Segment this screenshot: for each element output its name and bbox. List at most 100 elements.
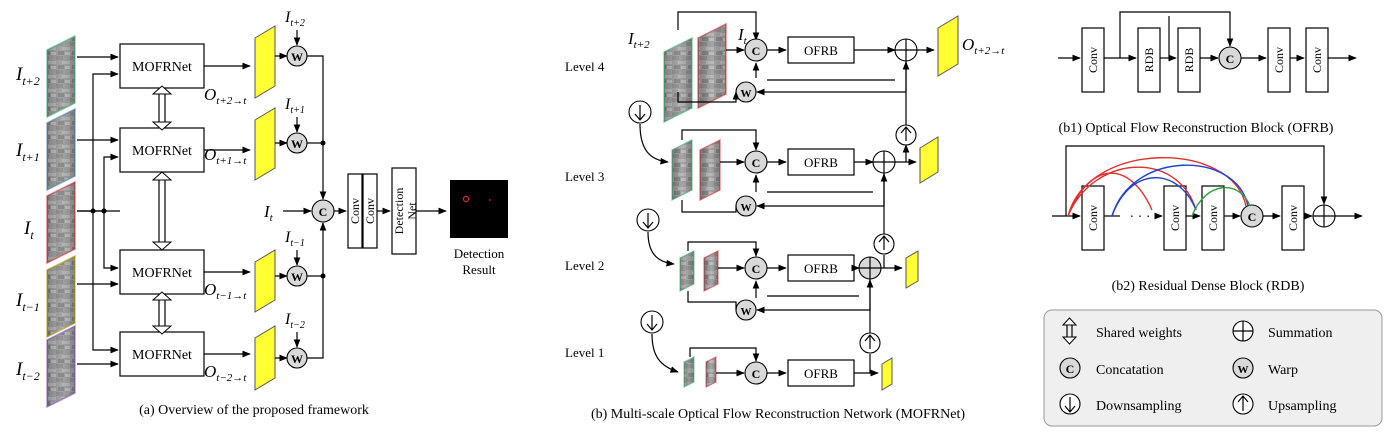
flow-output-4 — [204, 325, 276, 391]
ofrb-block-4 — [1267, 27, 1291, 93]
mofrnet-label-1: MOFRNet — [132, 60, 192, 75]
svg-text:It−1: It−1 — [284, 229, 305, 249]
svg-text:Conv: Conv — [1310, 47, 1324, 73]
detection-target-marker — [462, 195, 470, 203]
b-label-o: Ot+2→t — [962, 35, 1005, 57]
detection-result-label-1: Detection — [454, 246, 505, 261]
level-2-label: Level 2 — [565, 258, 604, 273]
svg-text:W: W — [291, 50, 303, 64]
svg-text:W: W — [741, 88, 752, 100]
conv-a-2-label: Conv — [363, 198, 377, 224]
detection-net-label-1: Detection — [392, 188, 406, 235]
label-o-tm2: Ot−2→t — [204, 362, 247, 384]
svg-text:C: C — [1066, 362, 1075, 376]
svg-text:W: W — [1238, 364, 1249, 376]
svg-text:OFRB: OFRB — [804, 43, 838, 58]
rdb-ellipsis: · · · — [1130, 210, 1151, 225]
frame-t — [46, 180, 76, 265]
mofrnet-label-3: MOFRNet — [132, 266, 192, 281]
level-3-label: Level 3 — [565, 169, 604, 184]
warp-op-3: W It−1 — [275, 229, 308, 287]
concat-op-a-symbol: C — [319, 205, 328, 219]
label-it-concat: It — [263, 202, 274, 224]
b-l3-ofrb — [787, 148, 855, 176]
rdb-dense-arc-green — [1191, 186, 1251, 217]
svg-text:RDB: RDB — [1142, 48, 1156, 73]
legend-down-icon — [1059, 393, 1081, 415]
b-l3-output-flow — [919, 136, 939, 184]
legend-warp-label: Warp — [1268, 363, 1298, 378]
ofrb-block-5 — [1305, 27, 1329, 93]
b-label-i-t: It — [737, 25, 748, 47]
legend-down-label: Downsampling — [1096, 399, 1182, 414]
legend-box — [1043, 309, 1383, 427]
svg-text:W: W — [291, 137, 303, 151]
rdb-block-4 — [1281, 185, 1305, 251]
svg-text:It+1: It+1 — [284, 96, 305, 116]
rdb-dense-arc-blue-2 — [1111, 177, 1197, 217]
rdb-block-3 — [1201, 185, 1225, 251]
svg-text:Conv: Conv — [1086, 205, 1100, 231]
label-i-t: It — [23, 218, 34, 242]
label-i-tm1: It−1 — [15, 290, 40, 314]
svg-text:Conv: Conv — [1272, 47, 1286, 73]
svg-text:Conv: Conv — [1286, 205, 1300, 231]
svg-text:OFRB: OFRB — [804, 366, 838, 381]
label-i-tm2: It−2 — [15, 359, 40, 383]
svg-text:OFRB: OFRB — [804, 155, 838, 170]
panel-a: It+2 It+1 It It−1 It−2 MOFRNet MOFRNet M… — [15, 9, 508, 418]
rdb-block-2 — [1163, 185, 1187, 251]
panel-a-merge-wires — [283, 55, 327, 359]
svg-text:Conv: Conv — [1168, 205, 1182, 231]
legend-shared-label: Shared weights — [1096, 326, 1182, 341]
b-l4-output-flow — [937, 15, 959, 77]
warp-op-2: W It+1 — [275, 96, 308, 154]
b-l1-output-flow — [881, 357, 893, 391]
b-l2-ofrb — [787, 254, 855, 282]
flow-output-1 — [204, 25, 276, 99]
label-i-tp1: It+1 — [15, 140, 40, 164]
caption-a: (a) Overview of the proposed framework — [139, 403, 369, 418]
svg-text:W: W — [741, 306, 752, 318]
svg-text:Conv: Conv — [1206, 205, 1220, 231]
detection-net-label-2: Net — [405, 202, 419, 220]
level-4-label: Level 4 — [565, 59, 605, 74]
shared-weights-arrow-2 — [151, 171, 173, 251]
ofrb-block-3 — [1177, 27, 1201, 93]
label-o-tp2: Ot+2→t — [204, 85, 247, 107]
label-o-tm1: Ot−1→t — [204, 280, 247, 302]
svg-text:C: C — [752, 367, 761, 381]
b-l1-ofrb — [787, 359, 855, 387]
conv-a-1 — [347, 173, 363, 249]
svg-text:OFRB: OFRB — [804, 261, 838, 276]
b-l2-output-flow — [905, 250, 919, 289]
frame-t-plus-2 — [46, 34, 76, 119]
ofrb-block-1 — [1081, 27, 1105, 93]
svg-text:W: W — [291, 352, 303, 366]
shared-weights-arrow-1 — [151, 85, 173, 131]
mofrnet-box-3 — [119, 249, 205, 295]
svg-text:W: W — [291, 270, 303, 284]
rdb-block-1 — [1081, 185, 1105, 251]
detection-result-image — [450, 180, 508, 238]
legend-warp-icon: W — [1232, 357, 1254, 379]
svg-text:C: C — [752, 262, 761, 276]
panel-a-input-wires — [77, 53, 120, 368]
frame-t-minus-2 — [46, 324, 76, 409]
caption-b: (b) Multi-scale Optical Flow Reconstruct… — [591, 407, 965, 422]
panel-b2: Conv · · · Conv Conv C Conv (b2) Residua… — [1052, 145, 1363, 294]
legend-summation-icon — [1232, 320, 1254, 342]
ofrb-block-2 — [1137, 27, 1161, 93]
svg-text:C: C — [752, 156, 761, 170]
warp-op-4: W It−2 — [275, 311, 308, 369]
mofrnet-label-2: MOFRNet — [132, 144, 192, 159]
legend: Shared weights Summation C Concatation W… — [1043, 309, 1383, 427]
rdb-residual-path — [1065, 145, 1328, 216]
panel-b: Level 4 Level 3 Level 2 Level 1 It+2 It … — [565, 11, 1005, 422]
frame-tp2-border — [46, 34, 76, 119]
frame-t-minus-1 — [46, 254, 76, 339]
svg-text:C: C — [1226, 52, 1235, 66]
b-l4-ofrb — [787, 36, 855, 64]
caption-b1: (b1) Optical Flow Reconstruction Block (… — [1059, 121, 1334, 136]
